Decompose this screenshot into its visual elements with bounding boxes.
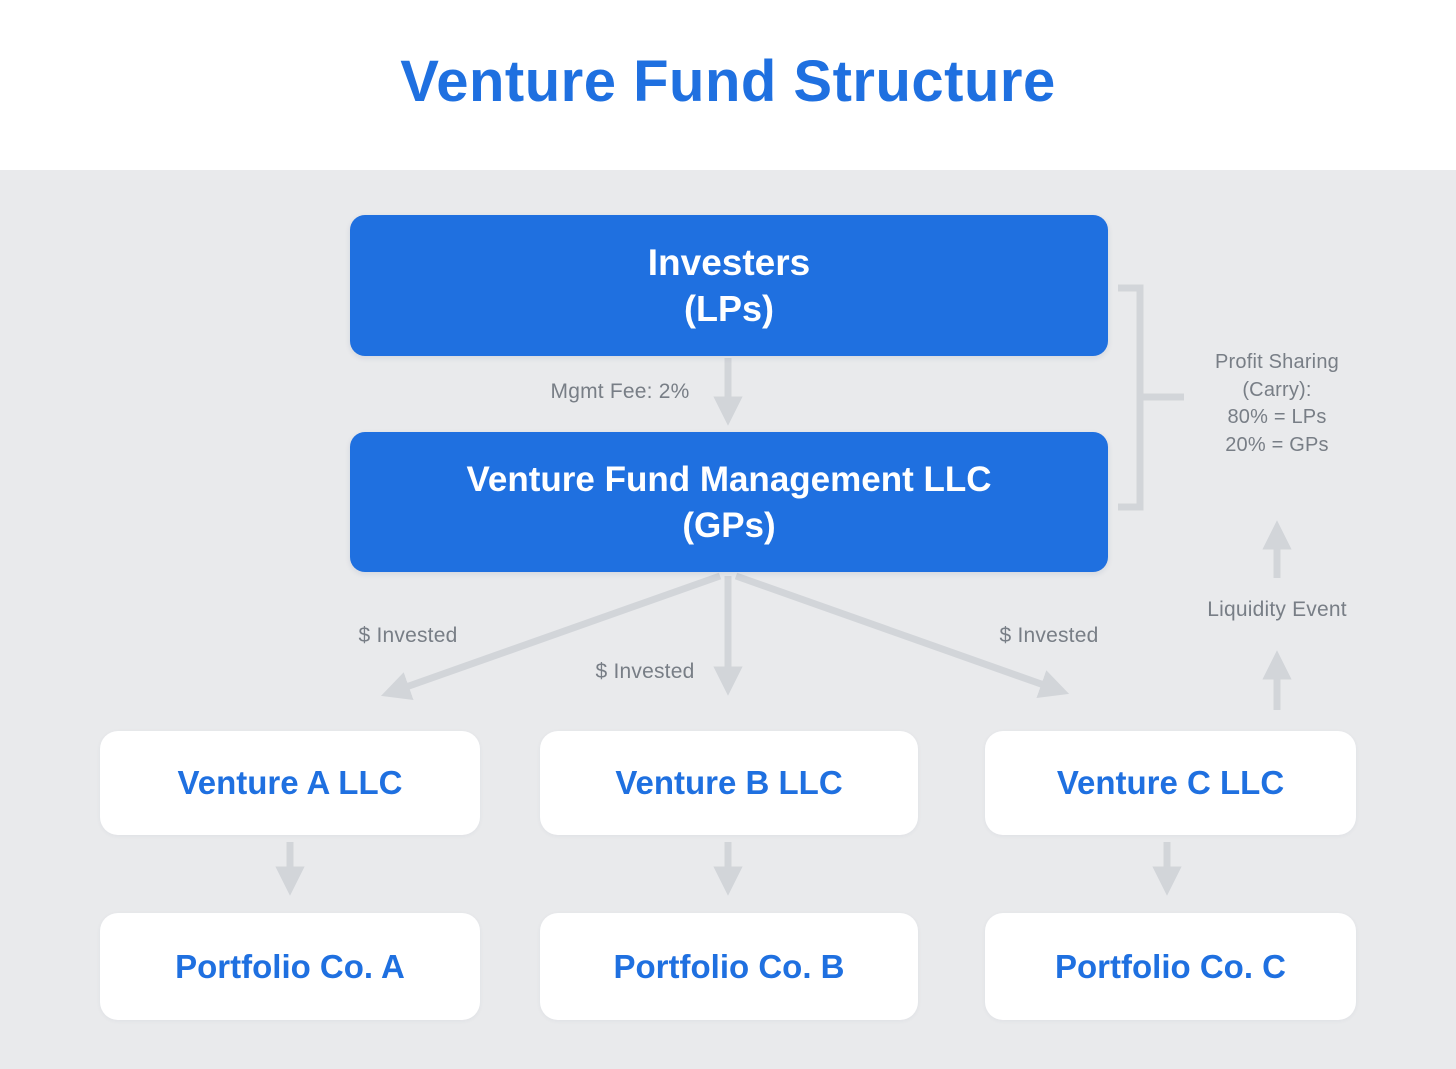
- arrow-management-to-venture-a: [380, 572, 722, 700]
- profit-sharing-line1: Profit Sharing: [1215, 351, 1339, 373]
- page-title: Venture Fund Structure: [400, 49, 1056, 114]
- mgmt-fee-label: Mgmt Fee: 2%: [550, 380, 690, 403]
- profit-sharing-line3: 80% = LPs: [1227, 406, 1327, 428]
- venture-c-label: Venture C LLC: [1056, 764, 1285, 801]
- profit-sharing-note: Profit Sharing (Carry): 80% = LPs 20% = …: [1172, 349, 1382, 459]
- venture-c-node: Venture C LLC: [985, 731, 1356, 835]
- invested-label-c: $ Invested: [999, 624, 1099, 647]
- portfolio-b-label: Portfolio Co. B: [613, 947, 845, 985]
- portfolio-c-node: Portfolio Co. C: [985, 913, 1356, 1020]
- venture-a-node: Venture A LLC: [100, 731, 480, 835]
- profit-sharing-line2: (Carry):: [1242, 378, 1312, 401]
- management-node: Venture Fund Management LLC (GPs): [350, 432, 1108, 572]
- portfolio-a-node: Portfolio Co. A: [100, 913, 480, 1020]
- arrow-management-to-venture-c: [734, 572, 1070, 698]
- venture-b-label: Venture B LLC: [615, 764, 843, 801]
- invested-label-a: $ Invested: [358, 624, 458, 647]
- management-sublabel: (GPs): [682, 505, 776, 545]
- investors-sublabel: (LPs): [684, 288, 774, 329]
- portfolio-c-label: Portfolio Co. C: [1055, 947, 1286, 985]
- venture-b-node: Venture B LLC: [540, 731, 918, 835]
- liquidity-event-label: Liquidity Event: [1207, 598, 1347, 621]
- portfolio-a-label: Portfolio Co. A: [175, 947, 405, 985]
- investors-label: Investers: [647, 242, 811, 283]
- management-label: Venture Fund Management LLC: [466, 459, 992, 499]
- invested-label-b: $ Invested: [595, 660, 695, 683]
- portfolio-b-node: Portfolio Co. B: [540, 913, 918, 1020]
- investors-node: Investers (LPs): [350, 215, 1108, 356]
- profit-sharing-bracket: [1118, 284, 1144, 511]
- venture-a-label: Venture A LLC: [177, 764, 403, 801]
- profit-sharing-line4: 20% = GPs: [1225, 433, 1329, 456]
